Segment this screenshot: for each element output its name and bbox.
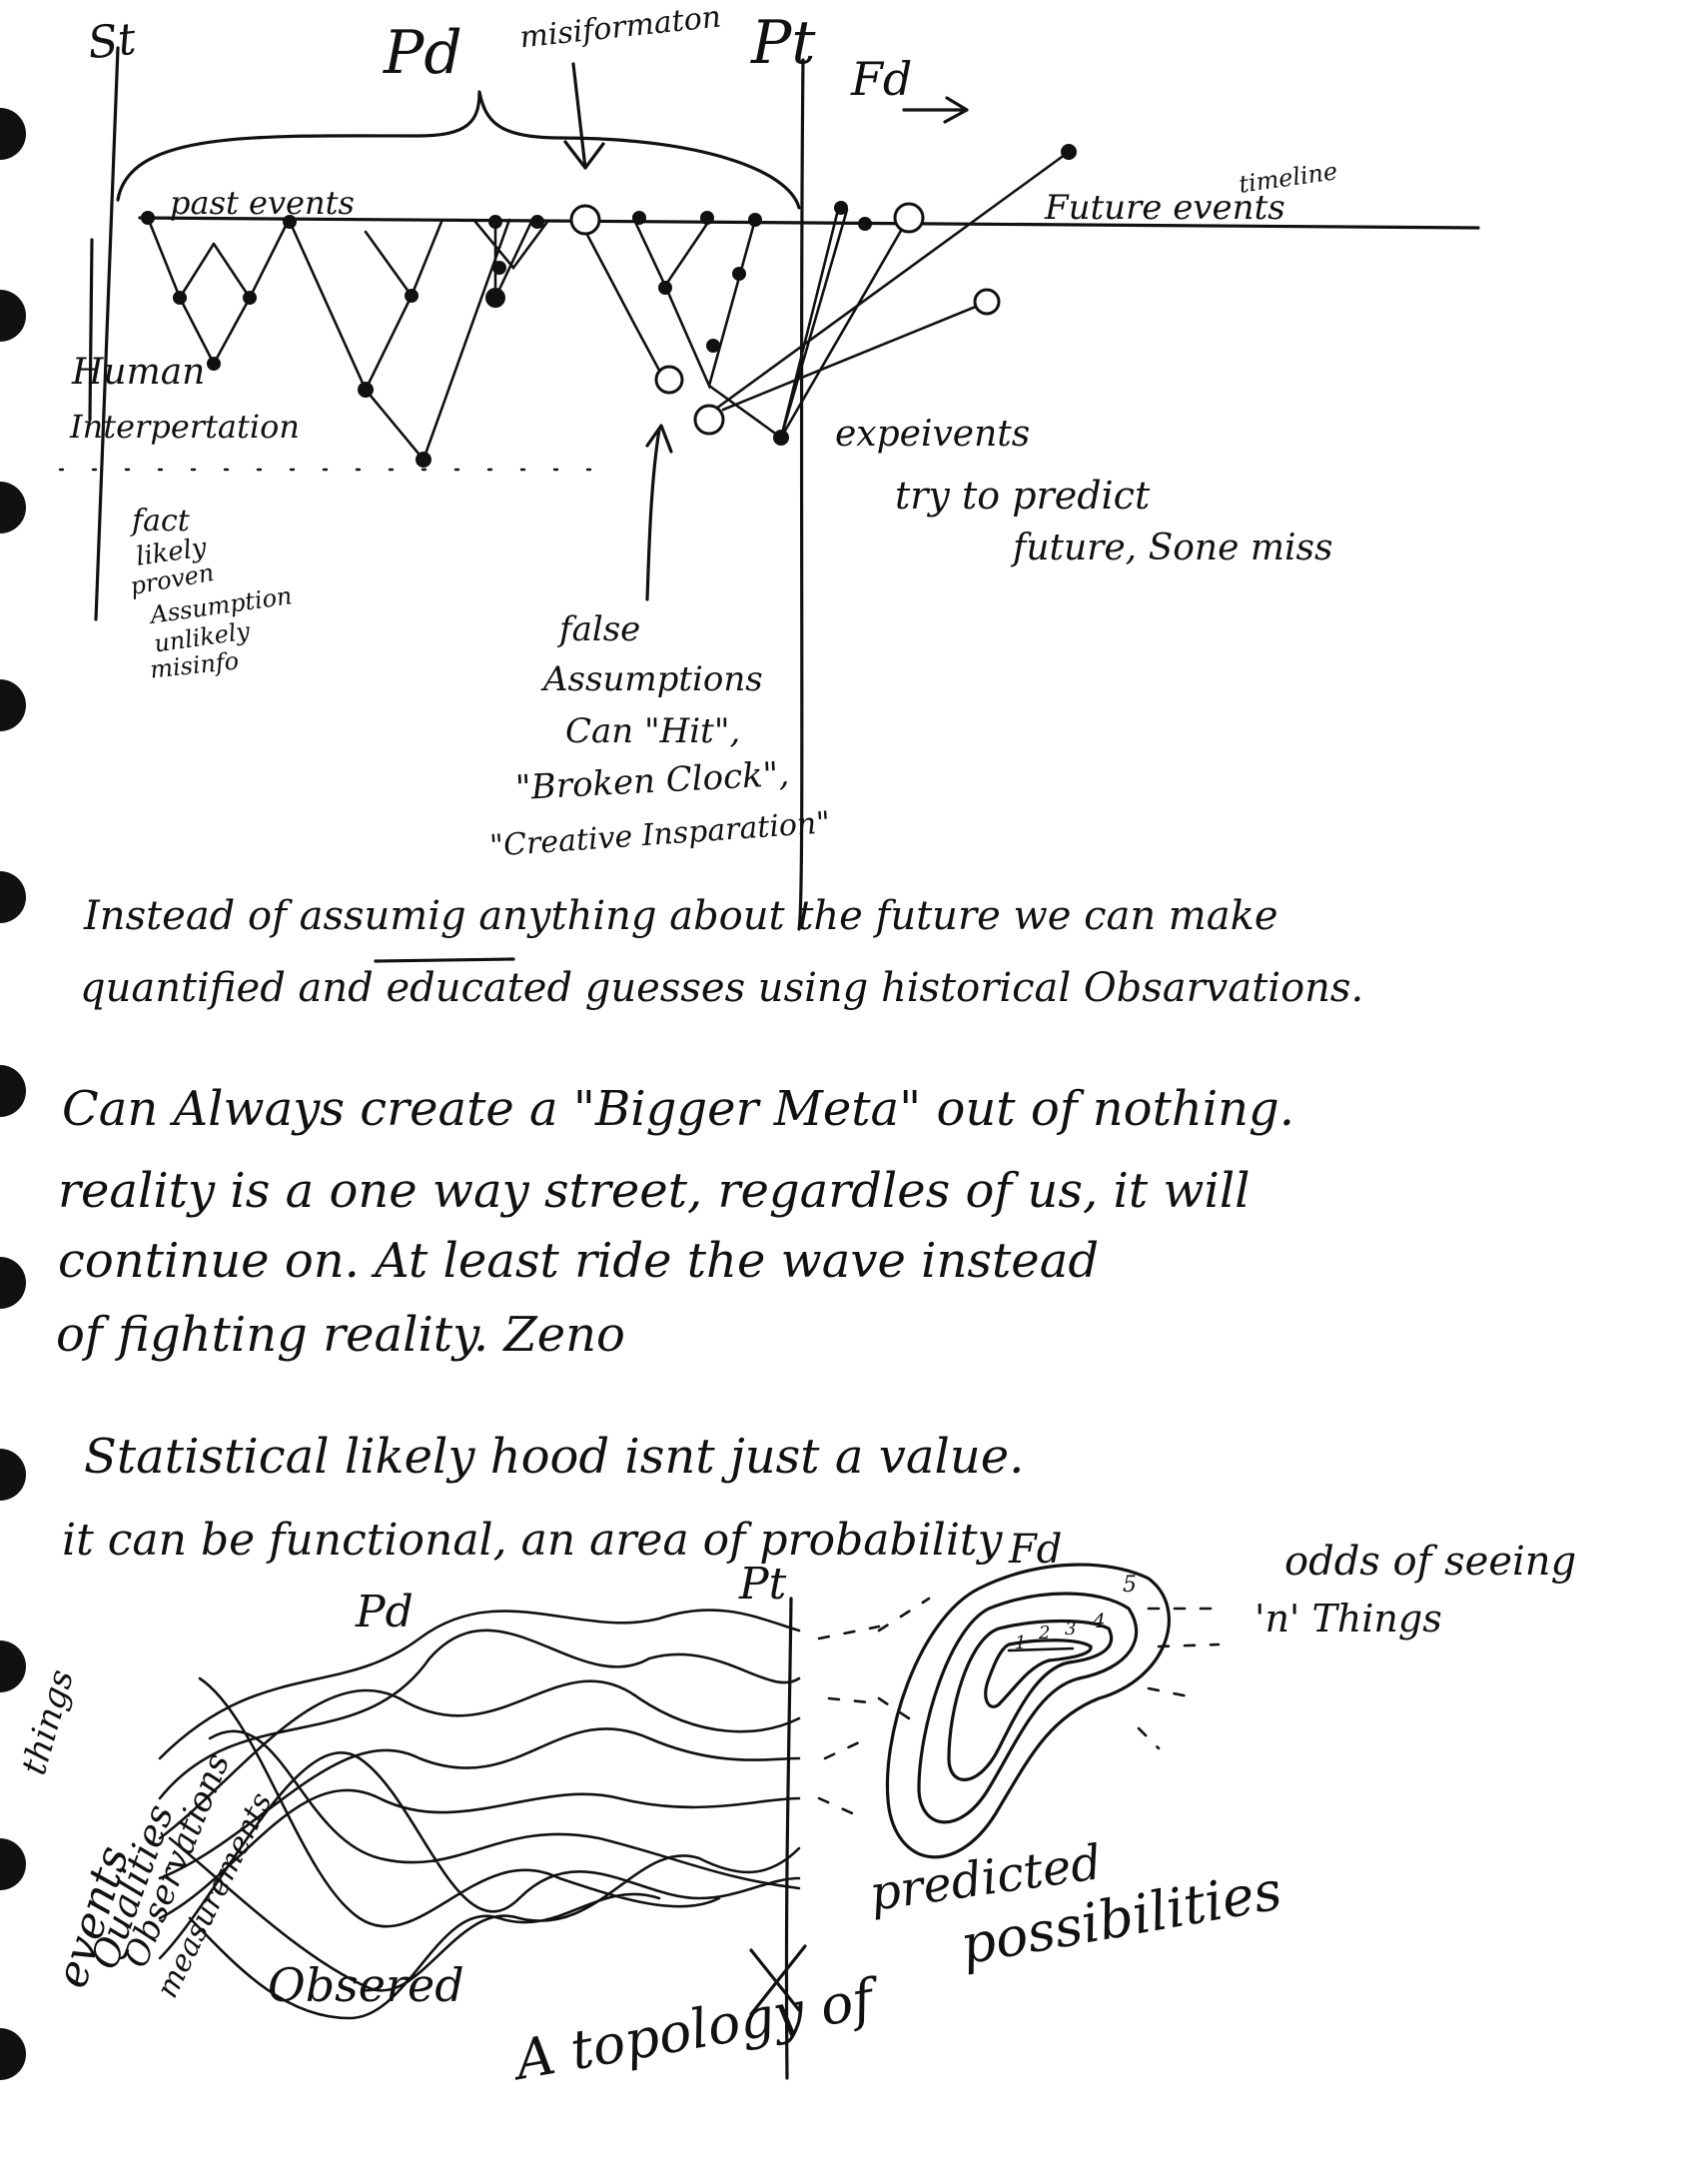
probability-contours	[885, 1563, 1171, 1859]
contour-number: 5	[1123, 1573, 1137, 1598]
contour-number: 1	[1015, 1633, 1027, 1653]
odds-note-line: 'n' Things	[1255, 1597, 1442, 1640]
odds-note-line: odds of seeing	[1284, 1539, 1577, 1585]
st-label: St	[85, 13, 139, 70]
bottom-fd-label: Fd	[1009, 1527, 1063, 1573]
contour-number: 2	[1039, 1623, 1051, 1643]
paragraph-line: Statistical likely hood isnt just a valu…	[84, 1429, 1025, 1485]
paragraph-line: Instead of assumig anything about the fu…	[84, 893, 1278, 939]
contour-number: 4	[1093, 1609, 1106, 1633]
experiments-note-line: future, Sone miss	[1013, 528, 1333, 568]
experiments-note-line: expeivents	[835, 414, 1031, 455]
paragraph-line: reality is a one way street, regardles o…	[58, 1163, 1251, 1219]
pd-label: Pd	[384, 18, 462, 88]
observed-lines	[158, 1609, 801, 2020]
present-line	[797, 58, 805, 931]
false-assumptions-line: Assumptions	[543, 659, 763, 699]
present-line-lower	[784, 1597, 793, 2080]
false-assumptions-line: false	[559, 609, 641, 649]
paragraph-line: Can Always create a "Bigger Meta" out of…	[62, 1081, 1295, 1137]
paragraph-line: of fighting reality. Zeno	[56, 1307, 625, 1363]
fact-dots	[141, 144, 1077, 468]
past-brace	[116, 90, 801, 210]
paragraph-line: it can be functional, an area of probabi…	[62, 1515, 1003, 1566]
bottom-pd-label: Pd	[356, 1587, 414, 1638]
misinfo-arrowhead	[563, 140, 605, 170]
false-assumption-arrowhead	[645, 424, 673, 454]
topology-x-mark	[749, 1944, 807, 2016]
past-events-label: past events	[170, 184, 355, 222]
false-assumptions-line: Can "Hit",	[565, 711, 741, 751]
prediction-dashes	[817, 1597, 1221, 1818]
observed-label: Obsered	[268, 1958, 464, 2012]
future-events-label: Future events	[1045, 188, 1285, 228]
pt-label: Pt	[751, 8, 816, 78]
experiments-note-line: try to predict	[895, 474, 1151, 518]
fd-label: Fd	[851, 52, 913, 106]
paragraph-line: continue on. At least ride the wave inst…	[58, 1233, 1100, 1289]
start-axis-lower	[88, 238, 94, 422]
misinfo-circles	[569, 202, 1001, 436]
contour-number: 3	[1065, 1619, 1077, 1639]
bottom-pt-label: Pt	[739, 1559, 787, 1610]
human-label: Human	[72, 352, 206, 393]
misinfo-arrow	[571, 62, 587, 170]
interpretation-label: Interpertation	[70, 408, 300, 446]
start-axis	[94, 46, 120, 621]
fd-arrow	[902, 96, 969, 124]
false-assumption-arrow	[645, 428, 661, 601]
assumig-underline	[374, 957, 515, 963]
legend-item: fact	[132, 504, 190, 539]
paragraph-line: quantified and educated guesses using hi…	[80, 965, 1364, 1011]
